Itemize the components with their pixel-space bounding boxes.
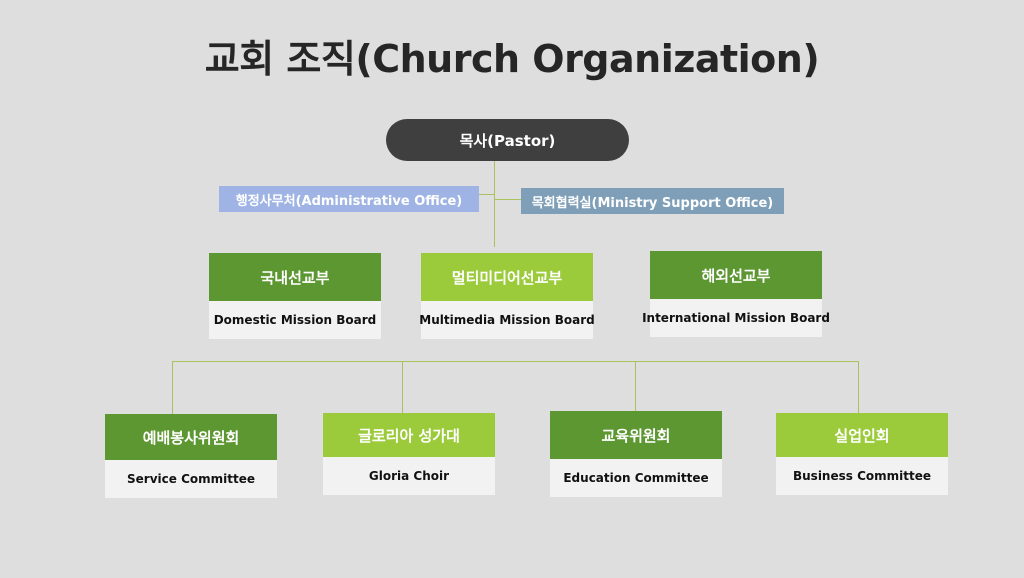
connector-committee-bar <box>172 361 859 362</box>
node-english-label: Multimedia Mission Board <box>419 301 595 339</box>
node-english-label: Domestic Mission Board <box>209 301 381 339</box>
connector-committee-4 <box>858 361 859 414</box>
international-mission-board-node: 해외선교부 International Mission Board <box>642 251 830 337</box>
ministry-support-office-node: 목회협력실(Ministry Support Office) <box>521 188 784 214</box>
node-english-label: Service Committee <box>105 460 277 498</box>
connector-committee-1 <box>172 361 173 414</box>
node-english-label: Business Committee <box>776 457 948 495</box>
business-committee-node: 실업인회 Business Committee <box>776 413 948 495</box>
domestic-mission-board-node: 국내선교부 Domestic Mission Board <box>209 253 381 339</box>
multimedia-mission-board-node: 멀티미디어선교부 Multimedia Mission Board <box>419 253 595 339</box>
node-korean-label: 예배봉사위원회 <box>105 414 277 460</box>
page-title: 교회 조직(Church Organization) <box>204 37 820 81</box>
gloria-choir-node: 글로리아 성가대 Gloria Choir <box>323 413 495 495</box>
education-committee-node: 교육위원회 Education Committee <box>550 411 722 497</box>
connector-ministry <box>495 199 521 200</box>
node-korean-label: 해외선교부 <box>650 251 822 299</box>
connector-committee-2 <box>402 361 403 414</box>
node-english-label: International Mission Board <box>642 299 830 337</box>
node-korean-label: 국내선교부 <box>209 253 381 301</box>
connector-pastor-trunk <box>494 161 495 247</box>
node-korean-label: 교육위원회 <box>550 411 722 459</box>
node-korean-label: 멀티미디어선교부 <box>421 253 593 301</box>
node-english-label: Education Committee <box>550 459 722 497</box>
administrative-office-node: 행정사무처(Administrative Office) <box>219 186 479 212</box>
service-committee-node: 예배봉사위원회 Service Committee <box>105 414 277 498</box>
node-korean-label: 실업인회 <box>776 413 948 457</box>
connector-committee-3 <box>635 361 636 411</box>
pastor-node: 목사(Pastor) <box>386 119 629 161</box>
connector-admin <box>479 194 495 195</box>
node-english-label: Gloria Choir <box>323 457 495 495</box>
node-korean-label: 글로리아 성가대 <box>323 413 495 457</box>
